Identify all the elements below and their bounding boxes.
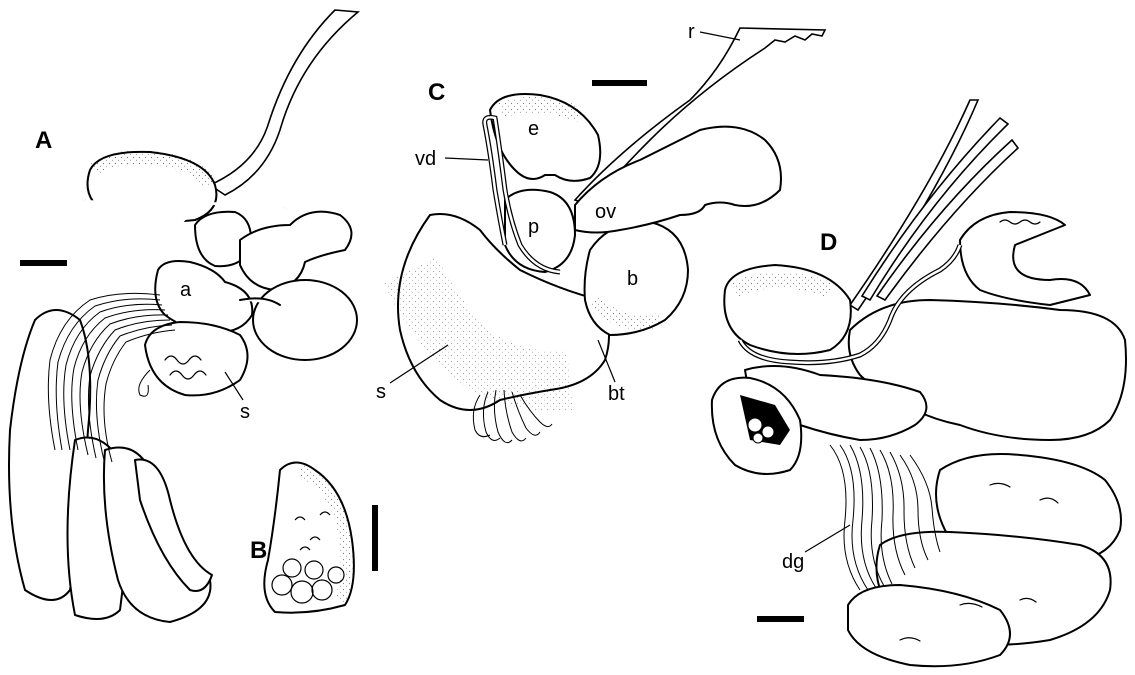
panel-c-scale-bar (592, 80, 647, 86)
panel-a-oviduct (240, 212, 351, 290)
panel-c-label-b: b (627, 268, 638, 290)
panel-a-label-s: s (240, 401, 250, 423)
panel-a-scale-bar (20, 260, 67, 266)
panel-b-scale-bar (372, 505, 378, 571)
panel-d-leader-dg (805, 525, 850, 552)
panel-c-label-bt: bt (608, 383, 625, 405)
panel-c-label-s: s (376, 381, 386, 403)
panel-c-label-p: p (528, 216, 539, 238)
panel-a-letter: A (35, 127, 52, 154)
panel-c-label-vd: vd (415, 148, 436, 170)
panel-c-label-ov: ov (595, 201, 616, 223)
panel-a-sac (145, 322, 248, 395)
panel-b-letter: B (250, 537, 267, 564)
panel-a-retractor (210, 10, 358, 195)
panel-a-atrium (155, 261, 252, 332)
panel-d-letter: D (820, 229, 837, 256)
panel-c-label-r: r (688, 21, 695, 43)
panel-d-label-dg: dg (782, 551, 804, 573)
panel-c-label-e: e (528, 118, 539, 140)
panel-d-scale-bar (757, 616, 804, 622)
panel-c-leader-vd (445, 158, 488, 160)
panel-c-leader-r (700, 32, 740, 40)
panel-b: B (250, 463, 378, 613)
panel-a-bursa (253, 280, 357, 360)
panel-a-label-a: a (180, 279, 192, 301)
panel-c-letter: C (428, 79, 445, 106)
panel-d-oviduct (960, 212, 1090, 305)
